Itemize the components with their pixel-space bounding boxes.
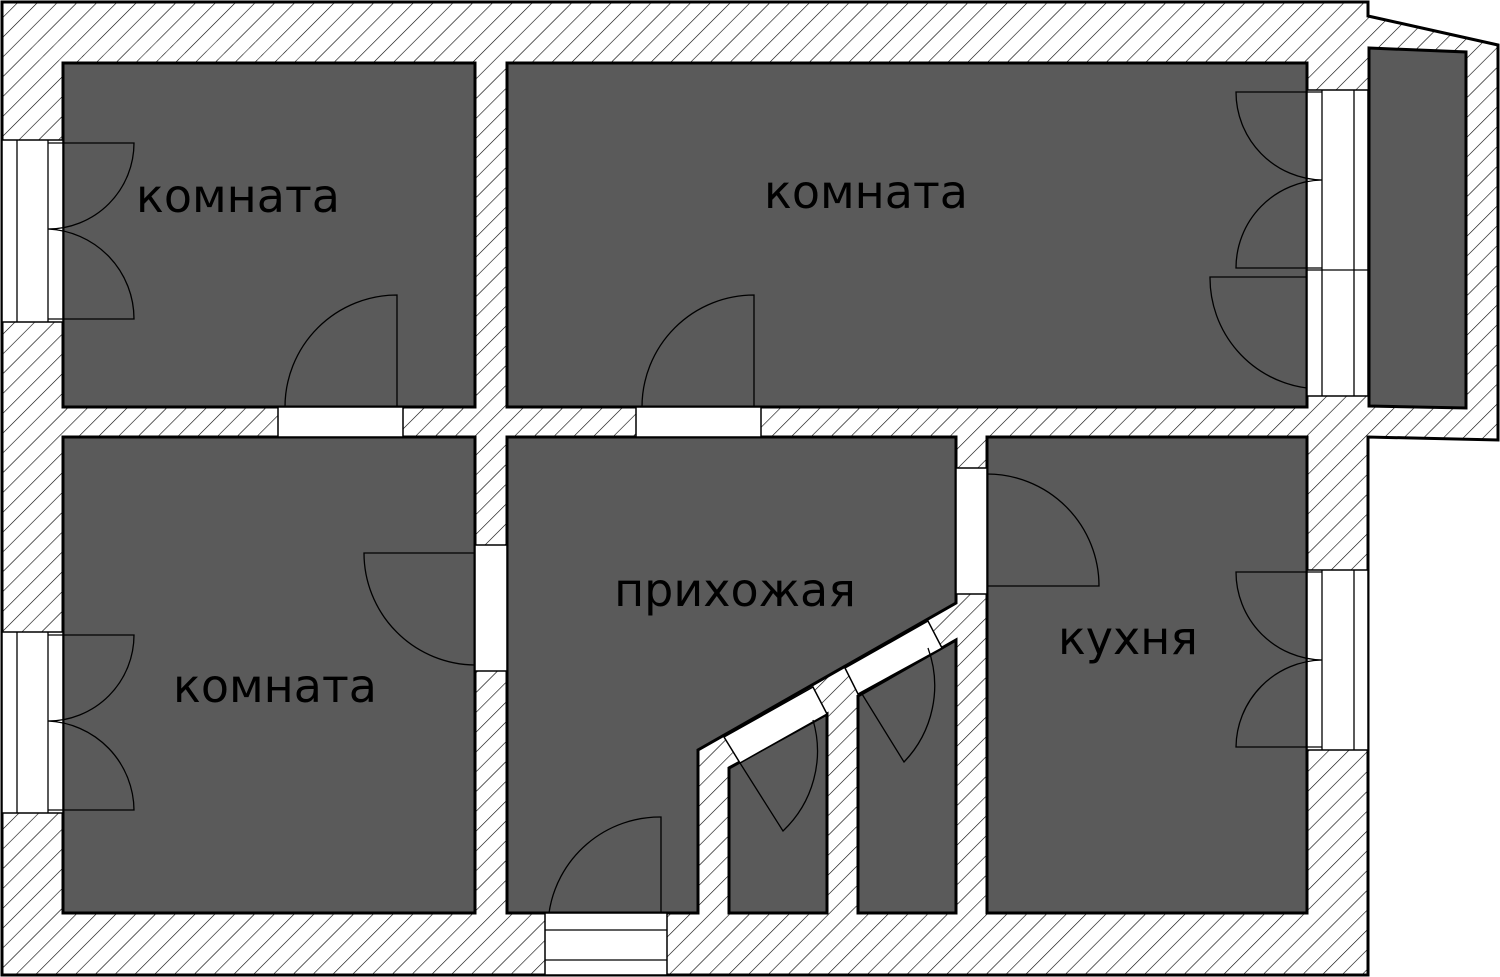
doorway bbox=[722, 685, 828, 765]
room-3 bbox=[61, 435, 477, 915]
openings bbox=[1, 89, 1369, 976]
doorway bbox=[474, 544, 508, 672]
doorway bbox=[635, 406, 762, 438]
room-label: кухня bbox=[1058, 611, 1198, 665]
room-1 bbox=[61, 61, 477, 409]
room-2 bbox=[505, 61, 1309, 409]
room-label: комната bbox=[764, 165, 968, 219]
balcony bbox=[1367, 46, 1468, 410]
room-label: комната bbox=[173, 659, 377, 713]
kitchen bbox=[985, 435, 1309, 915]
doorway bbox=[277, 406, 404, 438]
door-swings bbox=[47, 91, 1323, 914]
doorway bbox=[844, 619, 944, 696]
room-label: прихожая bbox=[614, 563, 856, 617]
entrance-doorway bbox=[544, 912, 668, 976]
room-label: комната bbox=[136, 169, 340, 223]
doorway bbox=[955, 467, 988, 595]
hallway bbox=[505, 435, 958, 915]
window bbox=[1, 139, 64, 323]
balcony-door-window bbox=[1306, 89, 1369, 397]
window bbox=[1, 631, 64, 814]
